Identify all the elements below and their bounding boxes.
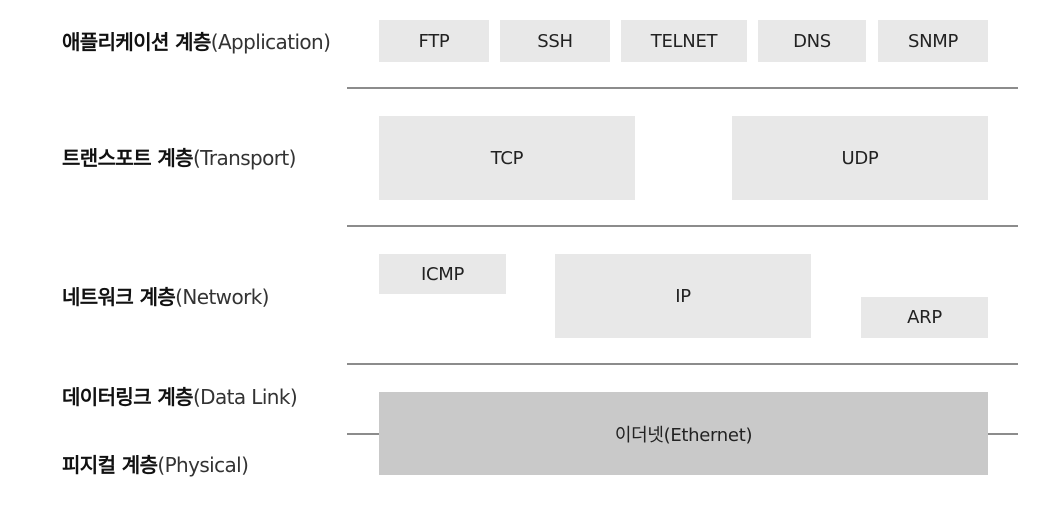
layer-name-ko: 애플리케이션 계층 — [62, 30, 211, 54]
layer-label-physical: 피지컬 계층(Physical) — [62, 453, 249, 477]
ethernet-line-left — [347, 433, 379, 435]
protocol-udp: UDP — [732, 116, 988, 200]
layer-name-ko: 네트워크 계층 — [62, 285, 176, 309]
layer-label-application: 애플리케이션 계층(Application) — [62, 30, 331, 54]
ethernet-line-right — [988, 433, 1018, 435]
layer-divider-transport-network — [347, 225, 1018, 227]
layer-name-ko: 트랜스포트 계층 — [62, 146, 194, 170]
layer-label-network: 네트워크 계층(Network) — [62, 285, 269, 309]
protocol-icmp: ICMP — [379, 254, 506, 294]
layer-divider-network-datalink — [347, 363, 1018, 365]
protocol-arp: ARP — [861, 297, 988, 338]
layer-name-en: (Transport) — [192, 146, 296, 170]
layer-name-en: (Network) — [175, 285, 269, 309]
protocol-ethernet: 이더넷(Ethernet) — [379, 392, 988, 475]
layer-name-ko: 데이터링크 계층 — [62, 385, 194, 409]
protocol-ip: IP — [555, 254, 811, 338]
protocol-ssh: SSH — [500, 20, 610, 62]
layer-name-en: (Data Link) — [192, 385, 298, 409]
protocol-dns: DNS — [758, 20, 866, 62]
layer-label-datalink: 데이터링크 계층(Data Link) — [62, 385, 298, 409]
protocol-ftp: FTP — [379, 20, 489, 62]
protocol-telnet: TELNET — [621, 20, 747, 62]
layer-name-en: (Application) — [210, 30, 331, 54]
layer-divider-application-transport — [347, 87, 1018, 89]
layer-label-transport: 트랜스포트 계층(Transport) — [62, 146, 296, 170]
layer-name-en: (Physical) — [157, 453, 249, 477]
protocol-tcp: TCP — [379, 116, 635, 200]
layer-name-ko: 피지컬 계층 — [62, 453, 158, 477]
protocol-snmp: SNMP — [878, 20, 988, 62]
